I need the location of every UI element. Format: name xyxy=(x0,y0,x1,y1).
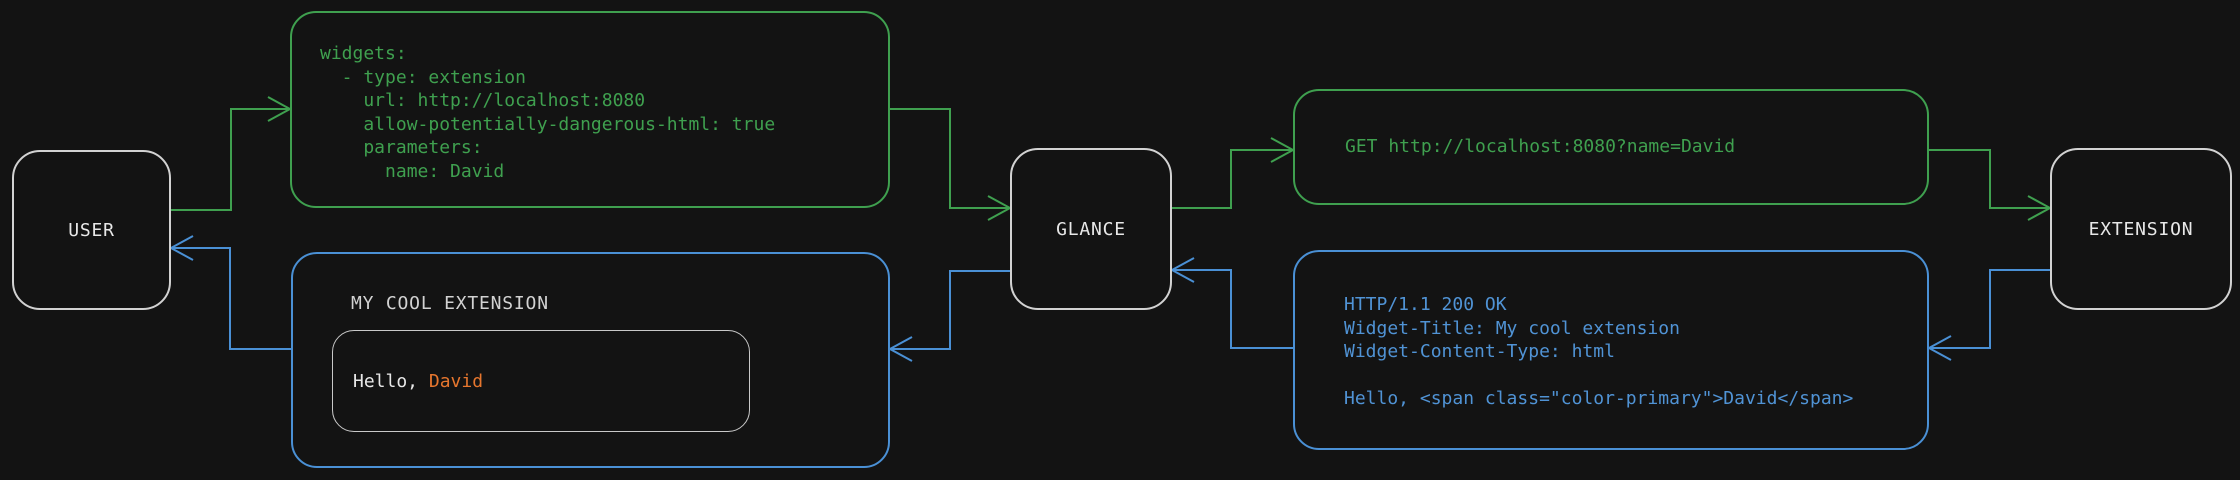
node-extension: EXTENSION xyxy=(2050,148,2232,310)
http-response-panel: HTTP/1.1 200 OK Widget-Title: My cool ex… xyxy=(1293,250,1929,450)
http-request-panel: GET http://localhost:8080?name=David xyxy=(1293,89,1929,205)
http-response-line: HTTP/1.1 200 OK xyxy=(1344,294,1507,315)
arrow-response-to-glance xyxy=(1169,257,1293,349)
yaml-line: url: http://localhost:8080 xyxy=(320,90,646,111)
http-request-line: GET http://localhost:8080?name=David xyxy=(1345,136,1736,158)
arrow-widget-to-user xyxy=(168,235,291,350)
greeting-name: David xyxy=(428,370,484,392)
arrow-config-to-glance xyxy=(890,108,1013,221)
yaml-line: parameters: xyxy=(320,137,483,158)
widget-content-box: Hello, David xyxy=(332,330,750,432)
http-response-line xyxy=(1344,364,1927,388)
greeting-prefix: Hello, xyxy=(353,370,429,392)
arrow-user-to-config xyxy=(171,96,293,211)
node-glance-label: GLANCE xyxy=(1056,218,1126,240)
node-user-label: USER xyxy=(68,219,115,241)
yaml-config-panel: widgets: - type: extension url: http://l… xyxy=(290,11,890,208)
node-extension-label: EXTENSION xyxy=(2088,218,2194,240)
node-user: USER xyxy=(12,150,171,310)
widget-title: MY COOL EXTENSION xyxy=(351,293,549,314)
arrow-request-to-extension xyxy=(1929,149,2053,221)
node-glance: GLANCE xyxy=(1010,148,1172,310)
http-response-line: Hello, <span class="color-primary">David… xyxy=(1344,388,1854,409)
yaml-line: - type: extension xyxy=(320,66,526,88)
widget-greeting: Hello, David xyxy=(353,371,483,392)
arrow-glance-to-request xyxy=(1172,137,1296,209)
yaml-line: allow-potentially-dangerous-html: true xyxy=(320,113,776,135)
arrow-extension-to-response xyxy=(1926,269,2050,361)
http-response-line: Widget-Content-Type: html xyxy=(1344,341,1615,362)
http-response-line: Widget-Title: My cool extension xyxy=(1344,317,1680,339)
yaml-line: widgets: xyxy=(320,43,407,64)
arrow-glance-to-widget xyxy=(887,270,1010,362)
rendered-widget-panel: MY COOL EXTENSION Hello, David xyxy=(291,252,890,468)
yaml-line: name: David xyxy=(320,160,505,182)
